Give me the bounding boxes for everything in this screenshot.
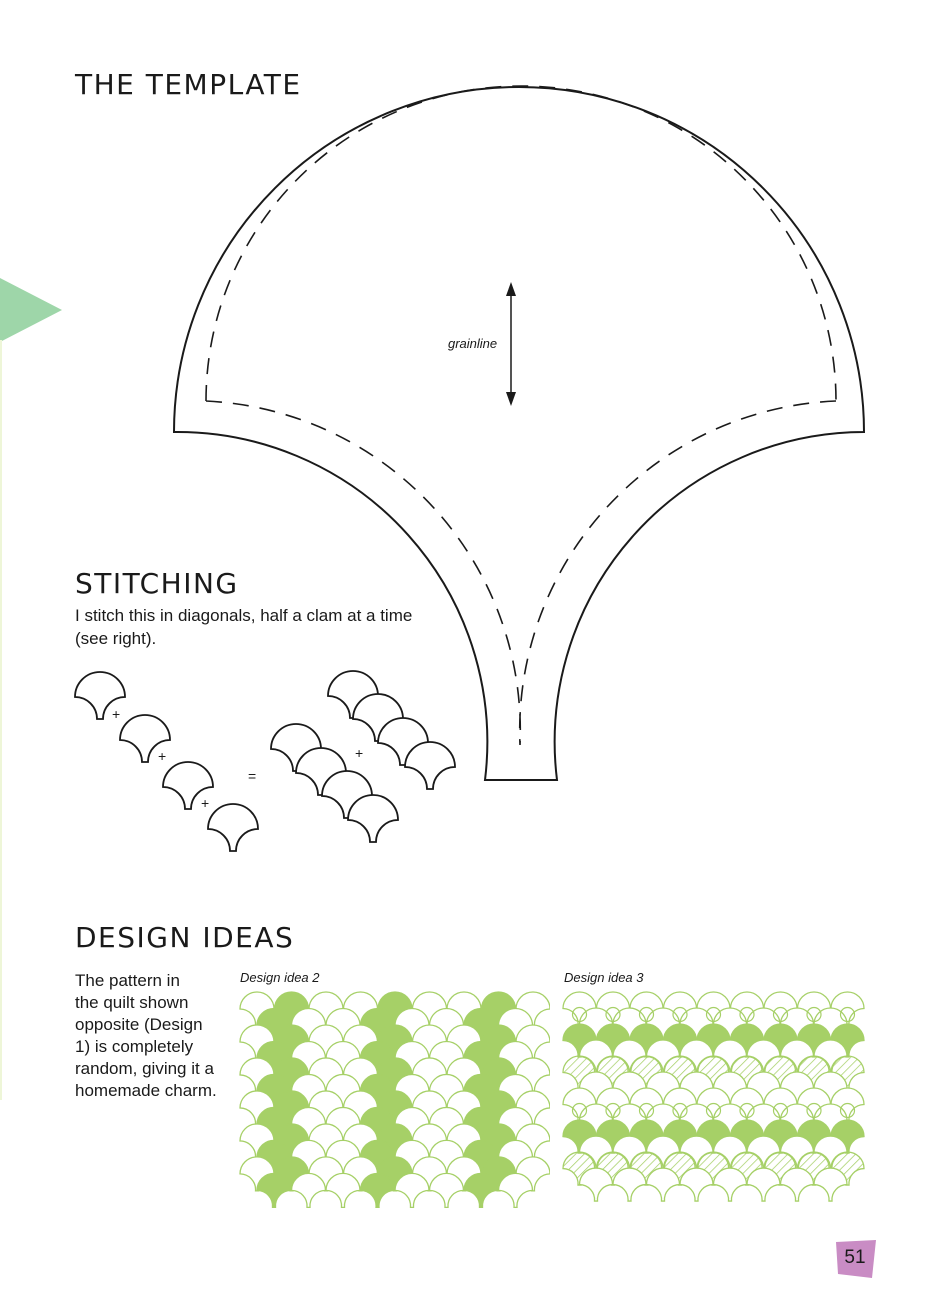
design-text-line: opposite (Design <box>75 1015 203 1034</box>
pattern-rosette <box>705 1006 722 1023</box>
pattern-rosette <box>772 1006 789 1023</box>
stitching-text-line2: (see right). <box>75 629 157 648</box>
joined-clam <box>347 794 399 843</box>
stitching-text-line1: I stitch this in diagonals, half a clam … <box>75 606 413 625</box>
pattern-clam <box>813 1167 848 1202</box>
pattern-rosette <box>839 1006 856 1023</box>
design-ideas-text: The pattern in the quilt shown opposite … <box>75 970 217 1102</box>
side-tab-marker <box>0 278 62 342</box>
page-number: 51 <box>844 1247 866 1268</box>
pattern-clam <box>712 1167 748 1202</box>
stitching-heading: STITCHING <box>75 567 239 600</box>
equals-sign: = <box>248 768 257 784</box>
plus-sign-2: + <box>158 748 167 764</box>
pattern-clam <box>359 1172 396 1209</box>
page-number-badge <box>836 1240 876 1278</box>
pattern-clam <box>256 1172 292 1209</box>
pattern-rosette <box>638 1006 655 1023</box>
pattern-rosette <box>772 1102 789 1119</box>
design-idea-3-pattern <box>562 991 865 1202</box>
pattern-rosette <box>638 1102 655 1119</box>
clam-template-shape <box>172 85 866 781</box>
pattern-clam <box>779 1167 815 1202</box>
pattern-clam <box>497 1172 534 1209</box>
pattern-clam <box>428 1172 465 1209</box>
design-idea-2-pattern <box>239 991 550 1209</box>
pattern-clam <box>394 1172 430 1209</box>
pattern-rosette <box>705 1102 722 1119</box>
design-text-line: 1) is completely <box>75 1037 194 1056</box>
pattern-clam <box>578 1167 614 1202</box>
design-text-line: random, giving it a <box>75 1059 214 1078</box>
pattern-clam <box>746 1167 781 1202</box>
pattern-rosette <box>739 1006 755 1023</box>
pattern-clam <box>325 1172 361 1209</box>
pattern-rosette <box>672 1102 688 1119</box>
joined-clam <box>404 741 456 790</box>
pattern-rosette <box>571 1102 588 1119</box>
design-ideas-heading: DESIGN IDEAS <box>75 921 295 954</box>
pattern-clam <box>463 1172 499 1209</box>
design-text-line: the quilt shown <box>75 993 189 1012</box>
pattern-rosette <box>672 1006 688 1023</box>
pattern-rosette <box>806 1006 822 1023</box>
plus-sign-4: + <box>355 745 364 761</box>
stitching-diagram <box>74 670 456 852</box>
side-edge-line <box>0 340 2 1100</box>
design-text-line: The pattern in <box>75 971 180 990</box>
plus-sign-1: + <box>112 706 121 722</box>
design-text-line: homemade charm. <box>75 1081 217 1100</box>
pattern-clam <box>612 1167 647 1202</box>
pattern-rosette <box>605 1102 621 1119</box>
pattern-clam <box>645 1167 681 1202</box>
pattern-rosette <box>806 1102 822 1119</box>
pattern-rosette <box>739 1102 755 1119</box>
single-clam <box>207 803 259 852</box>
pattern-clam <box>290 1172 327 1209</box>
pattern-clam <box>679 1167 714 1202</box>
pattern-rosette <box>839 1102 856 1119</box>
design-idea-3-caption: Design idea 3 <box>564 970 644 985</box>
template-heading: THE TEMPLATE <box>75 68 302 101</box>
grainline-label: grainline <box>448 336 498 351</box>
plus-sign-3: + <box>201 795 210 811</box>
pattern-rosette <box>571 1006 588 1023</box>
design-idea-2-caption: Design idea 2 <box>240 970 320 985</box>
pattern-rosette <box>605 1006 621 1023</box>
